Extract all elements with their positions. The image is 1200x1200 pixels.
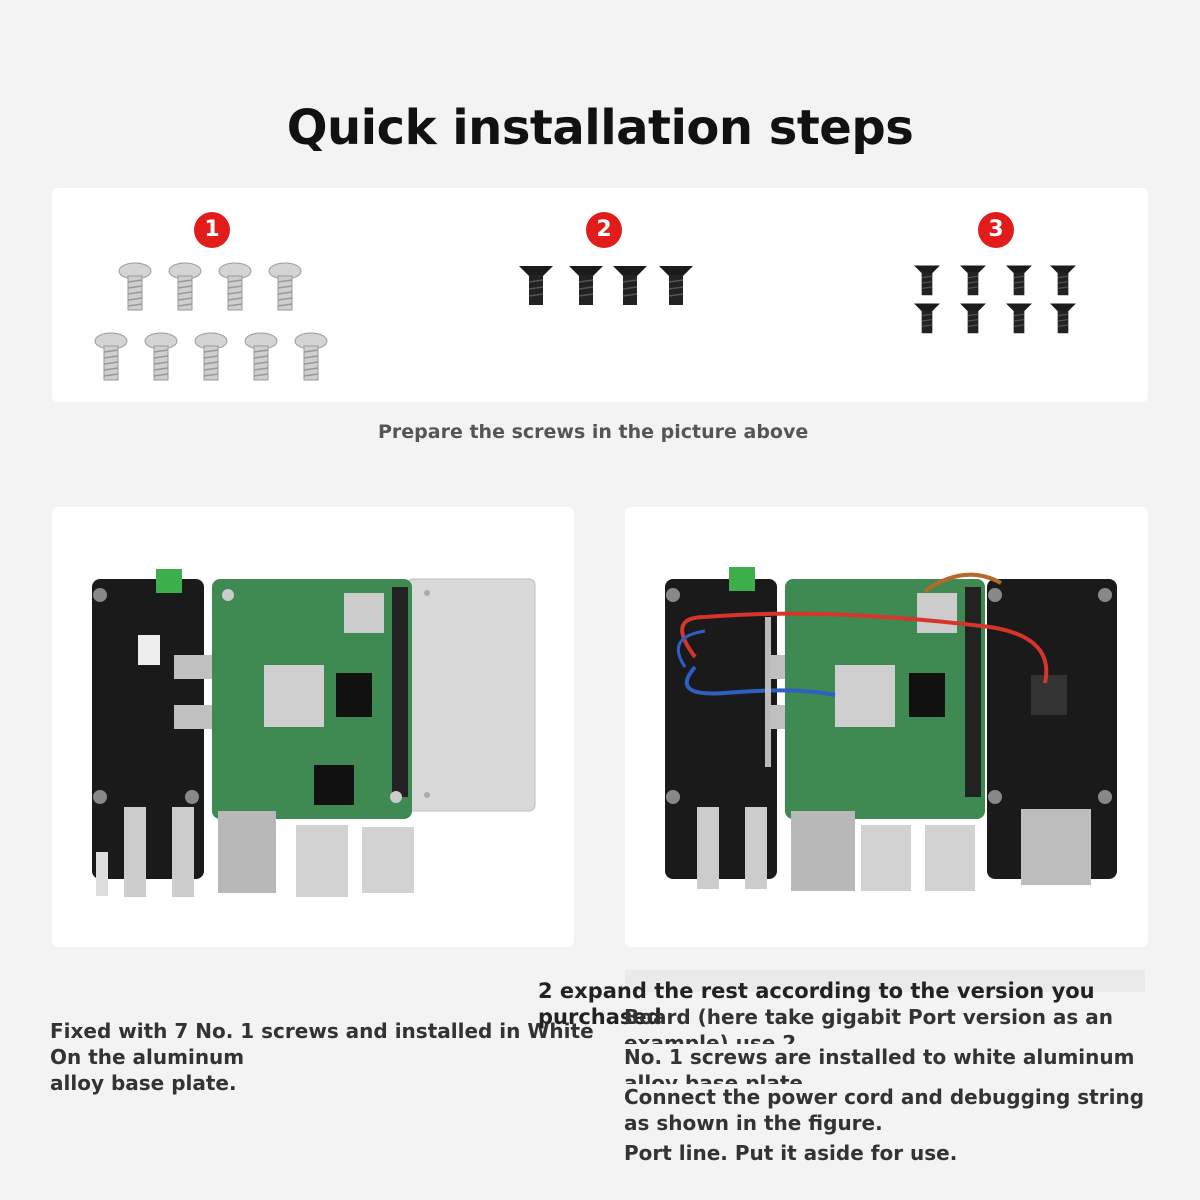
right-line-7: Port line. Put it aside for use.	[624, 1141, 958, 1165]
black-screw-icon	[914, 265, 940, 296]
black-screw-icon	[1050, 303, 1076, 334]
black-screw-icon	[1050, 265, 1076, 296]
silver-screw-icon	[268, 262, 302, 311]
black-screw-icon	[914, 303, 940, 334]
right-description: Board (here take gigabit Port version as…	[624, 1004, 1144, 1166]
black-screw-icon	[1006, 265, 1032, 296]
right-line-1: Board (here take gigabit Port version as…	[624, 1005, 1114, 1029]
step-3-badge: 3	[978, 212, 1014, 248]
text-strip	[625, 970, 1145, 992]
assembly-photo-left	[92, 569, 536, 897]
black-screw-icon	[659, 266, 693, 305]
black-screw-icon	[1006, 303, 1032, 334]
right-photo-panel	[625, 507, 1148, 947]
black-screw-icon	[960, 303, 986, 334]
left-line-2: On the aluminum	[50, 1045, 245, 1069]
silver-screw-icon	[144, 332, 178, 381]
assembly-photo-right	[665, 567, 1117, 891]
left-photo-panel	[52, 507, 574, 947]
prepare-caption: Prepare the screws in the picture above	[378, 421, 809, 443]
right-heading: 2 expand the rest according to the versi…	[538, 979, 1095, 1029]
silver-screw-icon	[294, 332, 328, 381]
black-screw-icon	[519, 266, 553, 305]
right-line-6: as shown in the figure.	[624, 1111, 883, 1135]
right-line-2: example) use 2	[624, 1031, 797, 1044]
black-screw-icon	[613, 266, 647, 305]
left-description: Fixed with 7 No. 1 screws and installed …	[50, 1018, 594, 1096]
silver-screw-icon	[94, 332, 128, 381]
black-screw-icon	[960, 265, 986, 296]
step-1-badge: 1	[194, 212, 230, 248]
silver-screw-icon	[168, 262, 202, 311]
silver-screw-icon	[218, 262, 252, 311]
screws-panel: 1 2 3	[52, 188, 1148, 402]
step-2-badge: 2	[586, 212, 622, 248]
silver-screw-icon	[194, 332, 228, 381]
silver-screw-icon	[244, 332, 278, 381]
right-line-4: alloy base plate	[624, 1071, 803, 1084]
silver-screw-icon	[118, 262, 152, 311]
right-line-3: No. 1 screws are installed to white alum…	[624, 1045, 1135, 1069]
left-line-3: alloy base plate.	[50, 1071, 237, 1095]
right-line-5: Connect the power cord and debugging str…	[624, 1085, 1145, 1109]
black-screw-icon	[569, 266, 603, 305]
page-title: Quick installation steps	[286, 100, 914, 156]
left-line-1: Fixed with 7 No. 1 screws and installed …	[50, 1019, 594, 1043]
